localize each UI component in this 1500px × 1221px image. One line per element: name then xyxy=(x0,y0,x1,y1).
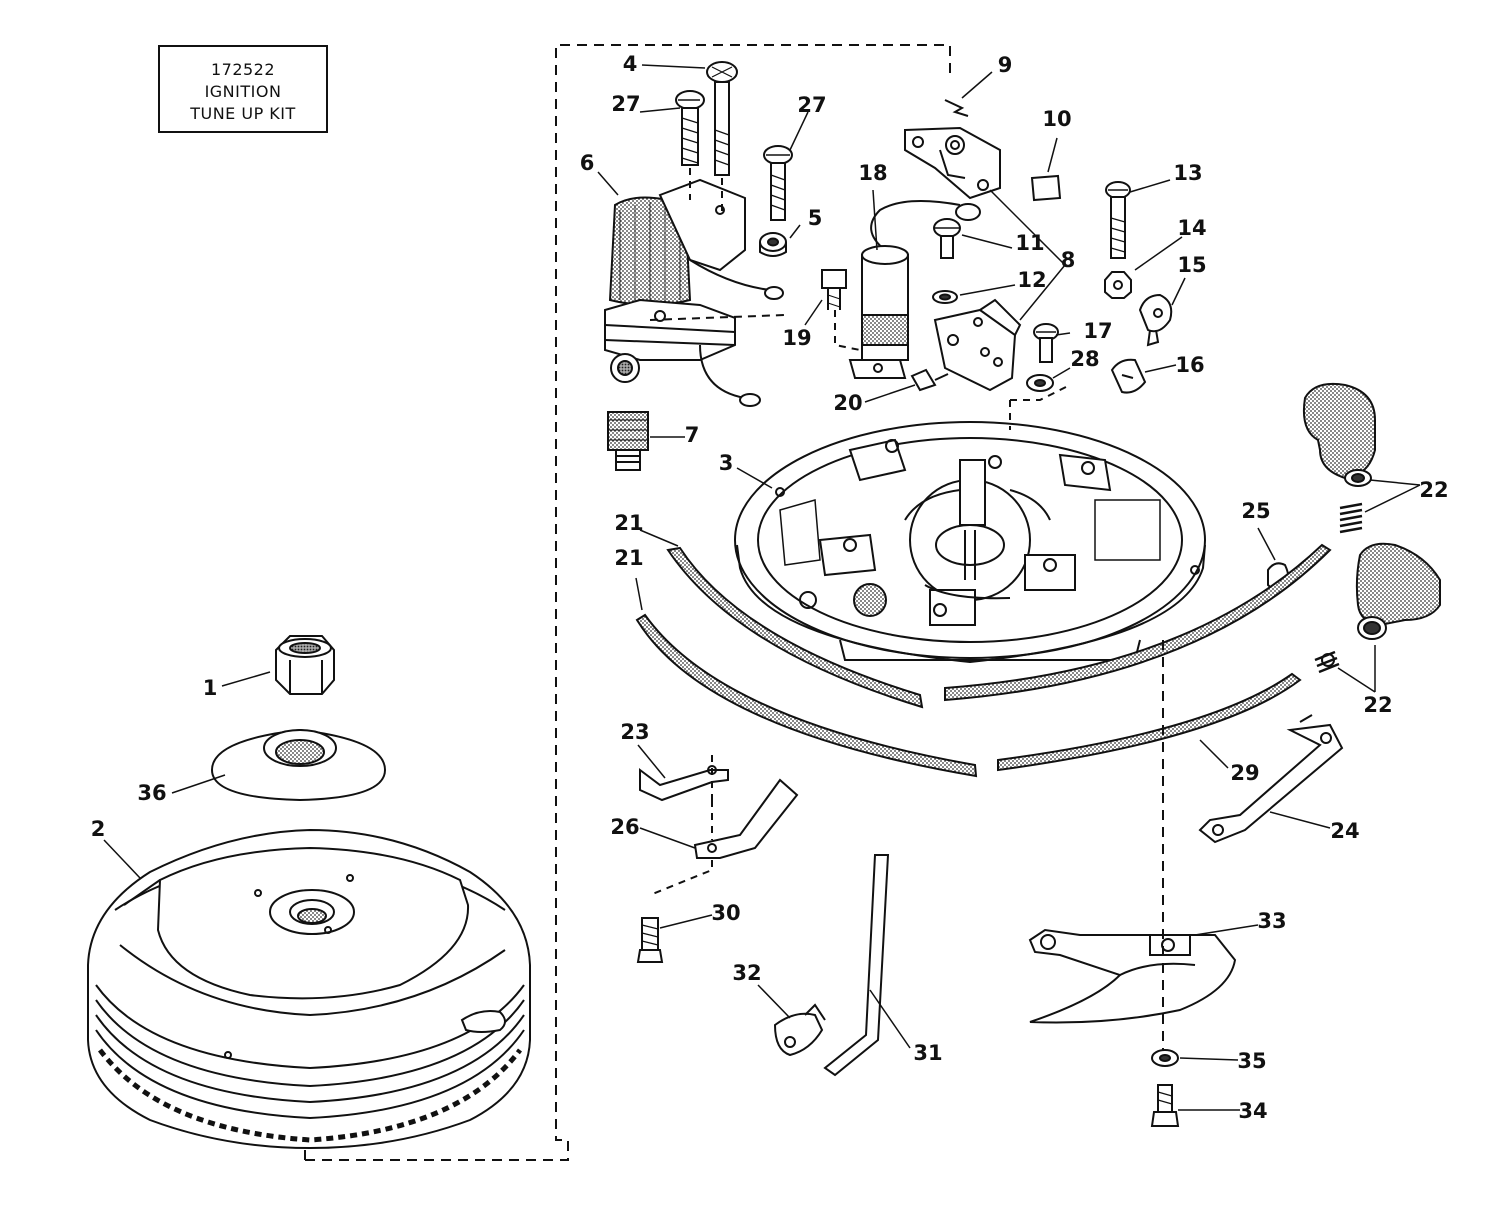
callout-24: 24 xyxy=(1330,819,1359,843)
condenser-18 xyxy=(834,200,981,379)
tune-up-kit-box: 172522 IGNITION TUNE UP KIT xyxy=(158,45,328,133)
callout-20: 20 xyxy=(833,391,862,415)
washer-28 xyxy=(1026,374,1054,392)
callout-18: 18 xyxy=(858,161,887,185)
callout-12: 12 xyxy=(1017,268,1046,292)
kit-line-2: TUNE UP KIT xyxy=(190,104,296,123)
seal-strip-21-upper xyxy=(666,546,924,709)
screw-27-right xyxy=(763,145,793,221)
spring-clip-9 xyxy=(944,99,969,117)
stator-plate-3 xyxy=(734,421,1206,664)
callout-16: 16 xyxy=(1175,353,1204,377)
kit-part-number: 172522 xyxy=(210,60,276,79)
connector-7 xyxy=(607,411,649,471)
callout-19: 19 xyxy=(782,326,811,350)
link-arm-24 xyxy=(1198,714,1344,844)
spark-plug-boot-upper xyxy=(1302,382,1376,487)
ignition-coil-6 xyxy=(604,178,786,407)
callout-22b: 22 xyxy=(1363,693,1392,717)
callout-5: 5 xyxy=(808,206,823,230)
callout-33: 33 xyxy=(1257,909,1286,933)
callout-25: 25 xyxy=(1241,499,1270,523)
callout-21a: 21 xyxy=(614,511,643,535)
callout-26: 26 xyxy=(610,815,639,839)
callout-23: 23 xyxy=(620,720,649,744)
spring-upper xyxy=(1339,502,1363,534)
callout-10: 10 xyxy=(1042,107,1071,131)
bracket-26 xyxy=(649,778,799,896)
screw-19 xyxy=(821,269,847,310)
clamp-23 xyxy=(639,755,729,840)
cam-follower-15 xyxy=(1138,293,1173,347)
callout-27a: 27 xyxy=(611,92,640,116)
screw-11 xyxy=(933,218,961,259)
clip-32 xyxy=(773,1003,826,1057)
screw-27-left xyxy=(675,90,705,200)
felt-wick-10 xyxy=(1030,174,1062,202)
callout-9: 9 xyxy=(998,53,1013,77)
callout-2: 2 xyxy=(91,817,106,841)
washer-36 xyxy=(210,728,387,802)
throttle-cam-33 xyxy=(1028,928,1237,1024)
retainer-16 xyxy=(1110,358,1147,394)
callout-32: 32 xyxy=(732,961,761,985)
throttle-rod-31 xyxy=(823,854,890,1077)
screw-4 xyxy=(706,61,738,212)
callout-7: 7 xyxy=(685,423,700,447)
flywheel-part xyxy=(87,828,531,1150)
callout-4: 4 xyxy=(623,52,638,76)
callout-8: 8 xyxy=(1061,248,1076,272)
screw-20 xyxy=(910,368,949,392)
callout-14: 14 xyxy=(1177,216,1206,240)
spark-plug-boot-lower xyxy=(1355,542,1441,640)
callout-21b: 21 xyxy=(614,546,643,570)
callout-15: 15 xyxy=(1177,253,1206,277)
callout-1: 1 xyxy=(203,676,218,700)
callout-3: 3 xyxy=(719,451,734,475)
callout-17: 17 xyxy=(1083,319,1112,343)
dashed-enclosure xyxy=(304,44,951,1161)
callout-31: 31 xyxy=(913,1041,942,1065)
leader-lines xyxy=(103,64,1421,1111)
callout-36: 36 xyxy=(137,781,166,805)
callout-34: 34 xyxy=(1238,1099,1267,1123)
washer-35 xyxy=(1151,1049,1179,1067)
callout-30: 30 xyxy=(711,901,740,925)
nut-1 xyxy=(275,635,335,695)
seal-strip-21-lower xyxy=(635,613,978,778)
washer-12 xyxy=(932,290,958,304)
bolt-34 xyxy=(1150,1084,1180,1127)
callout-13: 13 xyxy=(1173,161,1202,185)
callout-22a: 22 xyxy=(1419,478,1448,502)
screw-13 xyxy=(1105,181,1131,259)
kit-line-1: IGNITION xyxy=(204,82,282,101)
screw-30 xyxy=(636,917,664,963)
washer-5 xyxy=(759,232,787,257)
washer-14 xyxy=(1104,271,1132,299)
callout-27b: 27 xyxy=(797,93,826,117)
callout-29: 29 xyxy=(1230,761,1259,785)
spring-lower xyxy=(1314,650,1340,674)
callout-11: 11 xyxy=(1015,231,1044,255)
callout-35: 35 xyxy=(1237,1049,1266,1073)
callout-28: 28 xyxy=(1070,347,1099,371)
seal-strip-29-lower xyxy=(997,672,1302,772)
screw-17 xyxy=(1033,323,1059,363)
breaker-points-8 xyxy=(904,126,1022,392)
seal-strip-29-upper xyxy=(944,543,1332,702)
callout-6: 6 xyxy=(580,151,595,175)
